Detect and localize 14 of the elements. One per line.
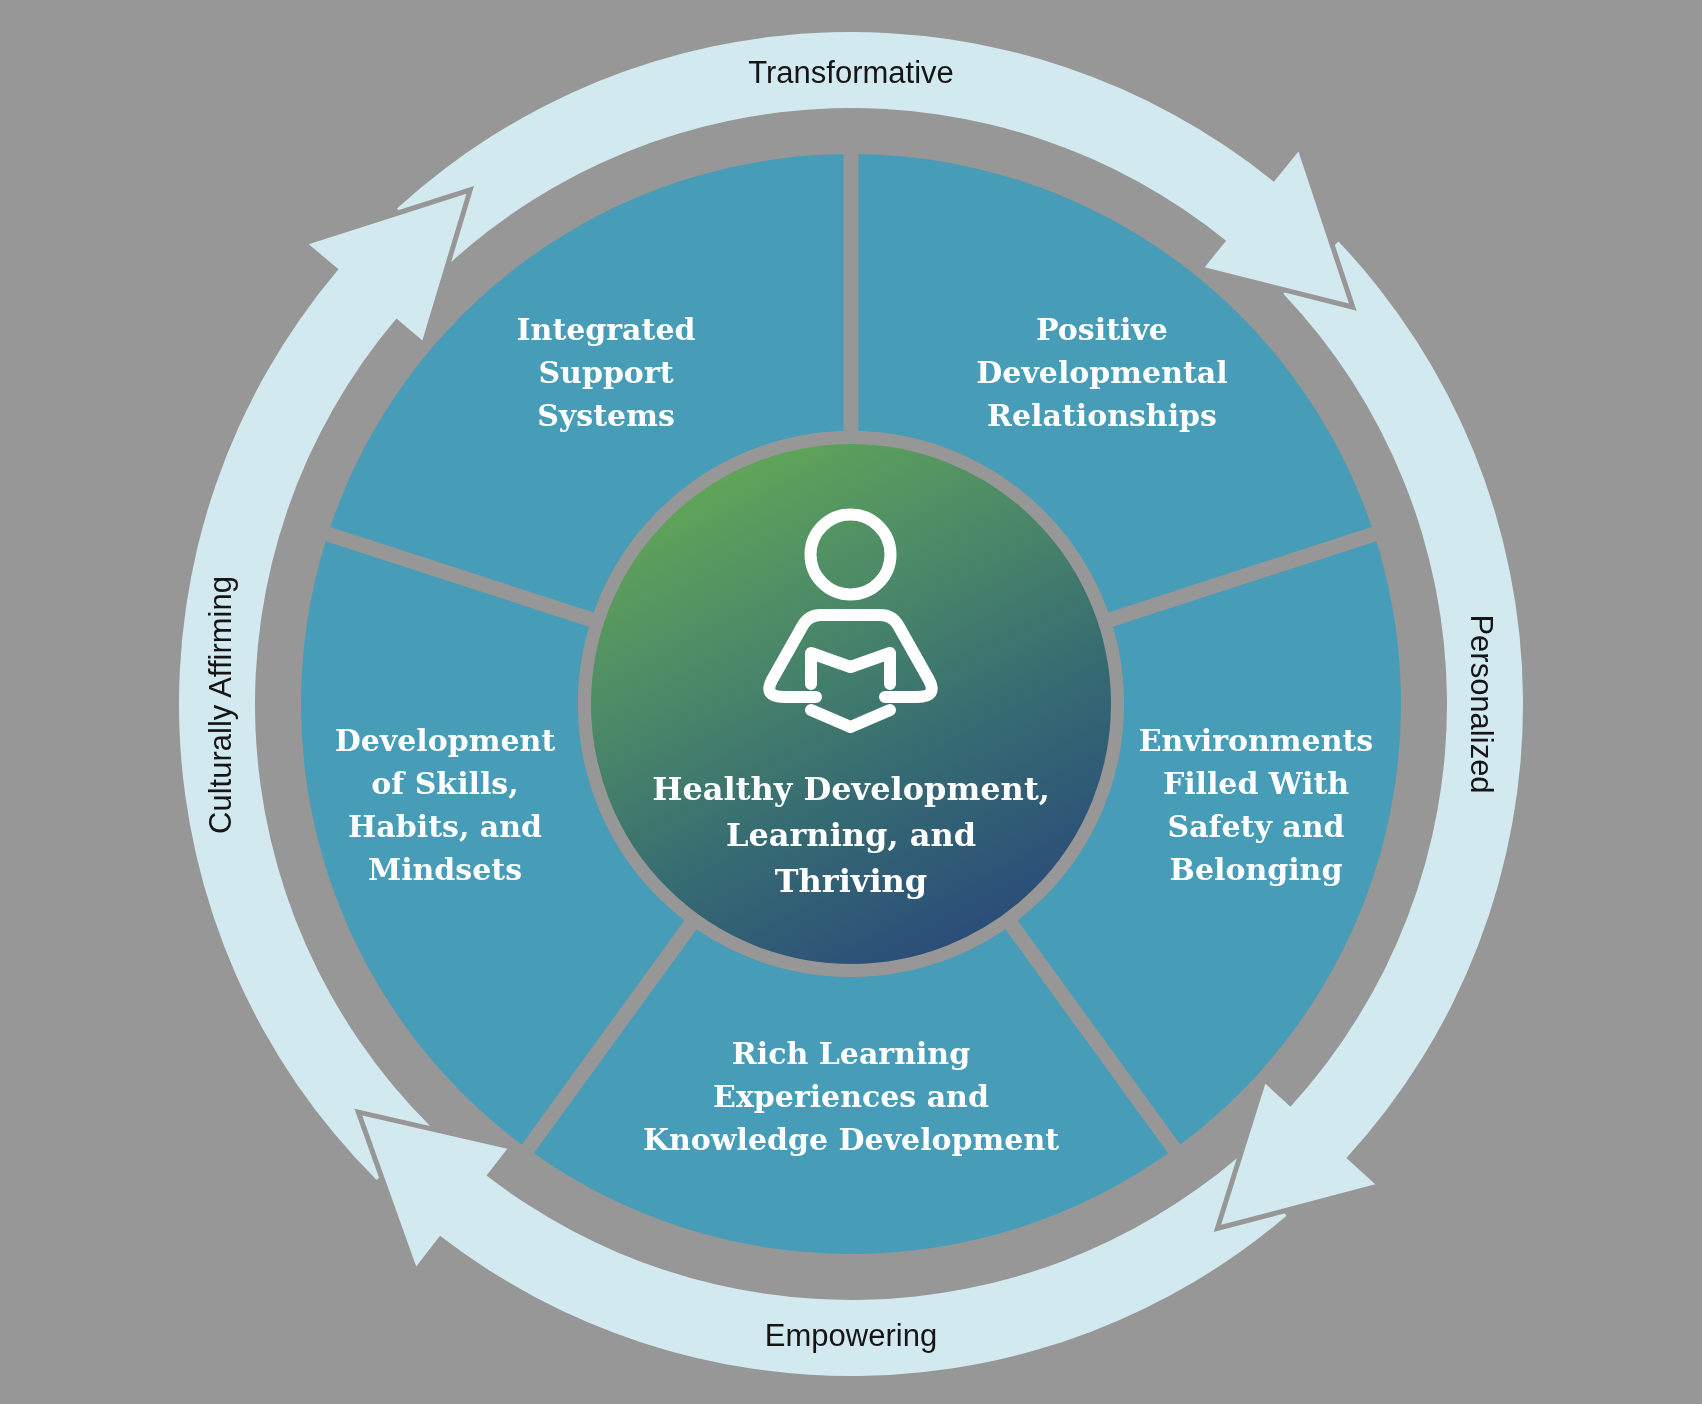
- center-label: Healthy Development, Learning, and Thriving: [652, 769, 1050, 902]
- arrow-label: Empowering: [764, 1318, 938, 1354]
- segment-label: Rich Learning Experiences and Knowledge Development: [642, 1034, 1060, 1159]
- arrow-label: Culturally Affirming: [203, 576, 239, 834]
- arrow-label: Transformative: [748, 55, 954, 91]
- arrow-label: Personalized: [1463, 614, 1499, 794]
- segment-label: Positive Developmental Relationships: [976, 310, 1228, 435]
- segment-label: Integrated Support Systems: [516, 310, 696, 435]
- segment-label: Development of Skills, Habits, and Mindsets: [334, 722, 556, 889]
- pointed-ring-band: [362, 1115, 1287, 1376]
- wedge-segment: [533, 929, 1169, 1254]
- segment-label: Environments Filled With Safety and Belonging: [1138, 722, 1374, 889]
- wedge-segment: [858, 154, 1372, 613]
- wedge-segment: [330, 154, 844, 613]
